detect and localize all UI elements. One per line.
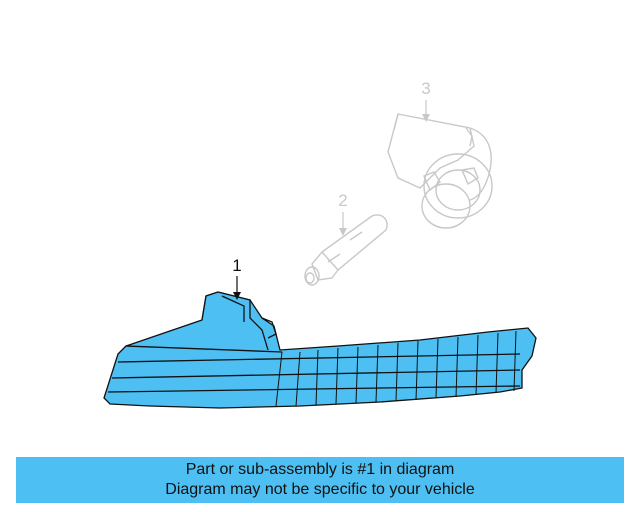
banner-line-1: Part or sub-assembly is #1 in diagram (185, 461, 455, 478)
socket-part-3 (387, 113, 493, 229)
callout-1-number: 1 (232, 256, 241, 275)
callout-1-arrowhead (233, 292, 241, 300)
banner-line-2: Diagram may not be specific to your vehi… (165, 481, 475, 498)
info-banner: Part or sub-assembly is #1 in diagram Di… (16, 457, 624, 503)
lamp-part-1 (103, 291, 537, 409)
callout-2-number: 2 (338, 191, 347, 210)
callout-3-arrowhead (422, 114, 430, 122)
callout-3-number: 3 (421, 79, 430, 98)
callout-2-arrowhead (339, 228, 347, 236)
parts-diagram: 3 2 (103, 79, 537, 409)
bulb-part-2 (304, 214, 388, 286)
